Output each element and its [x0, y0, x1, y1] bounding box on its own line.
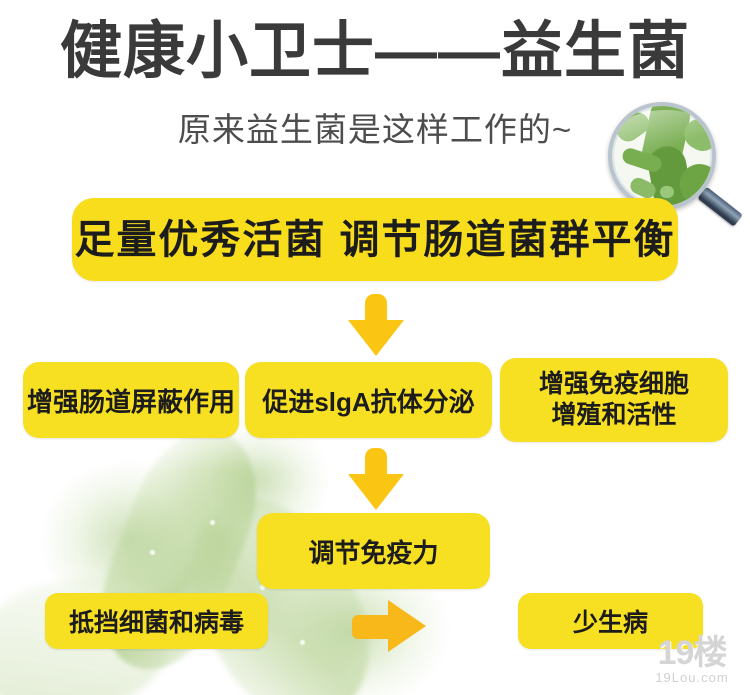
arrow-down-icon — [348, 294, 404, 356]
outcome-card-less-illness-label: 少生病 — [572, 609, 648, 637]
benefit-card-barrier: 增强肠道屏蔽作用 — [23, 362, 239, 438]
benefit-card-siga: 促进slgA抗体分泌 — [245, 362, 492, 438]
outcome-card-less-illness: 少生病 — [518, 593, 703, 649]
page-subtitle: 原来益生菌是这样工作的~ — [177, 111, 573, 148]
benefit-card-barrier-label: 增强肠道屏蔽作用 — [26, 386, 235, 417]
headline-banner: 足量优秀活菌 调节肠道菌群平衡 — [72, 198, 678, 281]
watermark-sub-text: 19Lou.com — [655, 670, 729, 685]
arrow-down-icon — [348, 448, 404, 510]
outcome-card-block-pathogens-label: 抵挡细菌和病毒 — [68, 609, 244, 637]
magnifier-lens — [608, 102, 716, 210]
arrow-right-icon — [352, 600, 426, 652]
result-card-regulate-immunity: 调节免疫力 — [257, 513, 490, 589]
benefit-card-immune-cells-label: 增强免疫细胞 增殖和活性 — [538, 370, 689, 429]
magnifying-glass-icon — [600, 100, 750, 227]
outcome-card-block-pathogens: 抵挡细菌和病毒 — [45, 593, 268, 649]
page-title: 健康小卫士——益生菌 — [59, 17, 690, 86]
headline-banner-label: 足量优秀活菌 调节肠道菌群平衡 — [74, 217, 676, 262]
result-card-regulate-immunity-label: 调节免疫力 — [308, 537, 439, 568]
benefit-card-immune-cells: 增强免疫细胞 增殖和活性 — [500, 358, 728, 442]
benefit-card-siga-label: 促进slgA抗体分泌 — [262, 386, 475, 417]
